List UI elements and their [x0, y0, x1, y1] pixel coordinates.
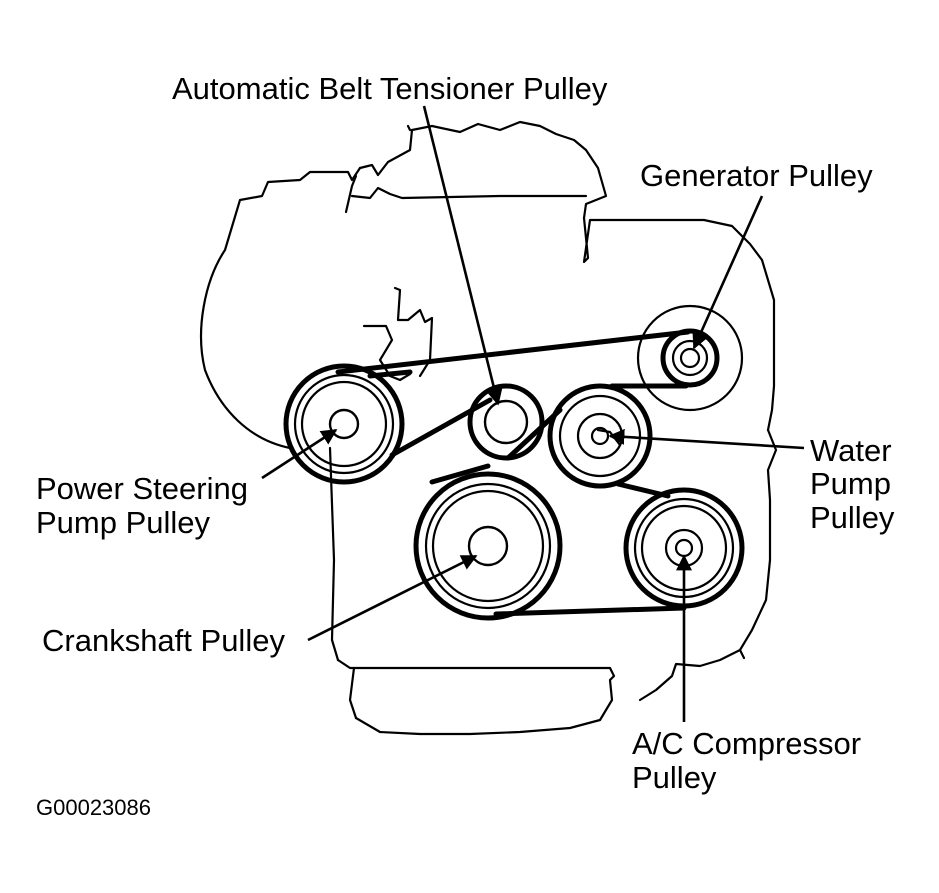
water-pump-label-line1: Water — [810, 433, 892, 468]
generator-pulley — [636, 304, 744, 412]
power-steering-pulley — [283, 363, 405, 485]
crankshaft-pulley — [413, 471, 563, 621]
generator-label: Generator Pulley — [640, 158, 873, 193]
water-pump-label-line3: Pulley — [810, 500, 895, 535]
power-steering-label-line2: Pump Pulley — [36, 505, 211, 540]
power-steering-label-line1: Power Steering — [36, 471, 248, 506]
figure-id: G00023086 — [36, 795, 151, 820]
crankshaft-label: Crankshaft Pulley — [42, 623, 285, 658]
crankshaft-leader — [307, 554, 478, 642]
ac-compressor-label-line1: A/C Compressor — [632, 726, 861, 761]
power-steering-leader — [261, 428, 338, 480]
ac-compressor-label-line2: Pulley — [632, 760, 717, 795]
tensioner-leader — [422, 105, 503, 406]
water-pump-leader — [608, 428, 805, 450]
tensioner-label: Automatic Belt Tensioner Pulley — [172, 71, 608, 106]
water-pump-pulley — [547, 383, 653, 489]
tensioner-pulley — [467, 383, 545, 461]
water-pump-label-line2: Pump — [810, 466, 891, 501]
generator-leader — [692, 195, 764, 350]
serpentine-belt — [335, 329, 691, 617]
leader-lines — [261, 105, 805, 722]
